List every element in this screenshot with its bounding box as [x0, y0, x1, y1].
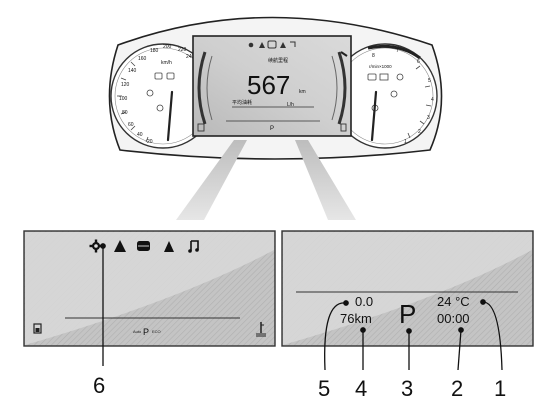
trip-value: 0.0	[355, 294, 373, 309]
left-panel-icons	[89, 239, 199, 253]
tach-tick-6: 6	[417, 59, 420, 65]
center-gear: P	[270, 126, 274, 132]
center-display: 续航里程 567 km 平均油耗 L/h P	[192, 35, 352, 137]
tach-needle	[370, 90, 378, 142]
left-sub-left: Auto	[133, 329, 142, 334]
callout-leaders	[100, 243, 503, 371]
beam-left	[176, 140, 247, 220]
speed-unit: km/h	[161, 60, 172, 66]
callout-4: 4	[355, 376, 367, 401]
right-gear: P	[399, 299, 416, 329]
avg-unit: L/h	[287, 102, 294, 108]
warning-triangle-icon	[114, 240, 126, 252]
speed-tick-140: 140	[128, 68, 137, 74]
speed-tick-240: 240	[186, 54, 195, 60]
left-detail-panel: Auto P ECO	[23, 230, 276, 347]
speed-tick-220: 220	[178, 47, 187, 53]
speed-tick-200: 200	[163, 44, 172, 50]
speed-tick-180: 180	[150, 48, 159, 54]
center-header: 续航里程	[268, 57, 288, 64]
range-unit: km	[299, 89, 306, 95]
avg-label: 平均油耗	[232, 99, 252, 106]
coolant-temp-icon	[256, 322, 266, 337]
tachometer: 8 7 6 5 4 3 2 1 r/min×1000	[332, 43, 438, 149]
instrument-cluster: km/h 240 220 200 180 160 140 120 100 80 …	[108, 16, 443, 160]
airbag-icon	[396, 73, 404, 81]
speed-needle	[166, 90, 174, 142]
tach-tick-1: 1	[404, 139, 407, 145]
speedometer: km/h 240 220 200 180 160 140 120 100 80 …	[110, 43, 216, 149]
center-top-icons	[248, 40, 296, 49]
tach-unit: r/min×1000	[369, 64, 392, 69]
music-note-icon	[188, 240, 199, 253]
warning-icon-b	[166, 72, 175, 80]
tach-tick-4: 4	[431, 97, 434, 103]
temperature-value: 24 °C	[437, 294, 470, 309]
brake-icon	[390, 90, 398, 98]
tach-tick-3: 3	[427, 115, 430, 121]
clock-value: 00:00	[437, 311, 470, 326]
warning-icon-a	[154, 72, 163, 80]
callout-3: 3	[401, 376, 413, 401]
range-value: 567	[247, 70, 290, 100]
callout-5: 5	[318, 376, 330, 401]
callout-6: 6	[93, 373, 105, 398]
warning-icon-d	[156, 104, 164, 112]
tach-tick-5: 5	[428, 78, 431, 84]
engine-icon	[367, 73, 377, 81]
battery-icon	[379, 73, 389, 81]
callout-2: 2	[451, 376, 463, 401]
beam-right	[295, 140, 356, 220]
speed-tick-40: 40	[137, 132, 143, 138]
callout-1: 1	[494, 376, 506, 401]
tach-tick-8: 8	[372, 53, 375, 59]
speed-tick-120: 120	[121, 82, 130, 88]
fuel-icon	[33, 323, 42, 334]
speed-tick-20: 20	[147, 139, 153, 145]
left-gear: P	[143, 327, 149, 337]
warning-icon-c	[146, 89, 154, 97]
speed-tick-160: 160	[138, 56, 147, 62]
speed-tick-80: 80	[122, 110, 128, 116]
right-detail-panel: 0.0 76km P 24 °C 00:00	[281, 230, 534, 347]
tach-tick-2: 2	[418, 129, 421, 135]
speed-tick-60: 60	[128, 122, 134, 128]
speed-tick-100: 100	[119, 96, 128, 102]
callout-labels: 6 5 4 3 2 1	[93, 373, 506, 401]
navigation-icon	[164, 241, 174, 252]
tach-tick-7: 7	[396, 48, 399, 54]
odometer-value: 76km	[340, 311, 372, 326]
left-sub-right: ECO	[152, 329, 161, 334]
